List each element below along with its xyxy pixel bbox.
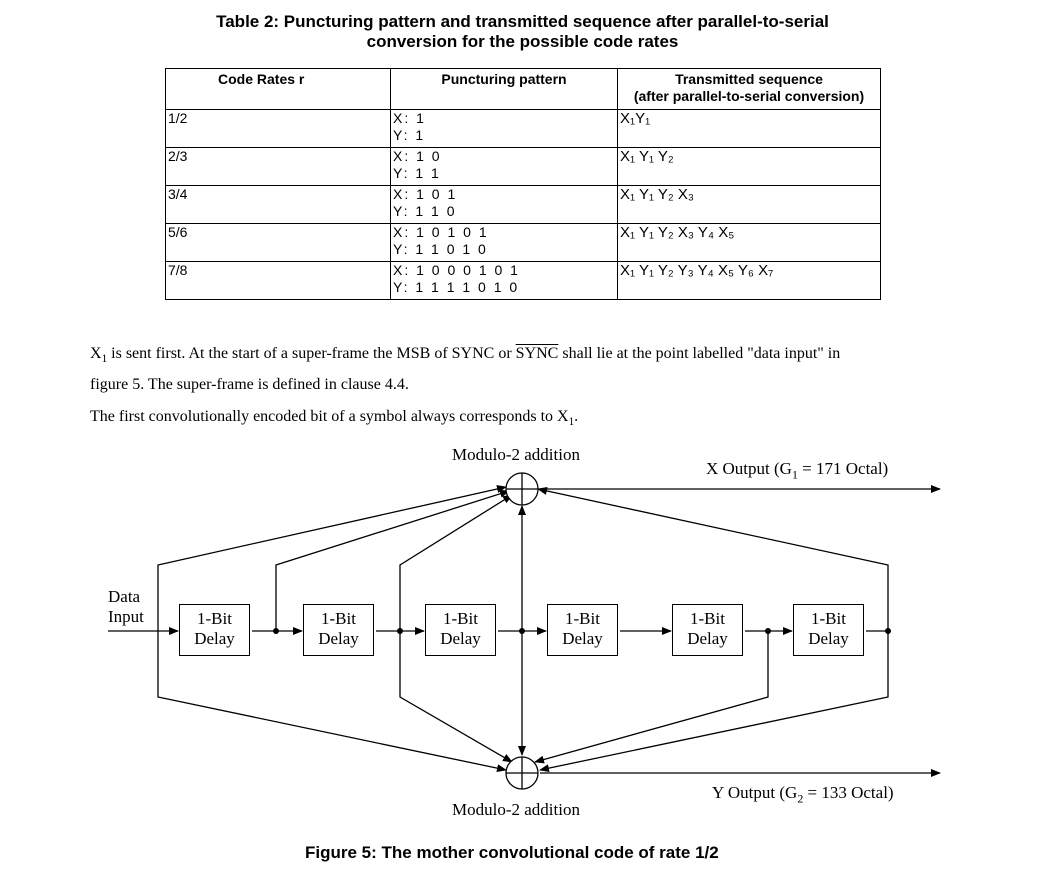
puncturing-table: Code Rates r Puncturing pattern Transmit…	[165, 68, 881, 300]
sequence-cell: X₁ Y₁ Y₂ Y₃ Y₄ X₅ Y₆ X₇	[617, 261, 881, 300]
data-input-line1: Data	[108, 587, 141, 606]
rate-cell: 1/2	[165, 109, 391, 148]
para2-text: The first convolutionally encoded bit of…	[90, 408, 569, 425]
rate-cell: 2/3	[165, 147, 391, 186]
pattern-x: X: 1 0	[393, 148, 442, 164]
table-caption-line2: conversion for the possible code rates	[366, 32, 679, 51]
delay-label: 1-Bit	[321, 609, 356, 628]
paragraph-sync: X1 is sent first. At the start of a supe…	[90, 341, 840, 398]
junction-dot	[885, 628, 891, 634]
g2-tap-2	[399, 631, 513, 763]
delay-label: Delay	[562, 629, 603, 648]
y-output-text: Y Output (G	[712, 783, 798, 802]
g1-tap-2	[399, 494, 513, 631]
delay-label: Delay	[440, 629, 481, 648]
sequence-cell: X₁Y₁	[617, 109, 881, 148]
y-output-sub: 2	[797, 791, 804, 806]
delay-label: Delay	[194, 629, 235, 648]
g2-tap-0	[157, 631, 507, 773]
para2-sub: 1	[568, 416, 575, 429]
header-transmitted-line1: Transmitted sequence	[675, 71, 823, 87]
g1-tap-1	[275, 489, 510, 631]
para1-x: X	[90, 345, 102, 362]
junction-dot	[765, 628, 771, 634]
paragraph-first-bit: The first convolutionally encoded bit of…	[90, 404, 578, 435]
y-output-label: Y Output (G2 = 133 Octal)	[712, 783, 894, 806]
mod2-top-label: Modulo-2 addition	[452, 445, 580, 464]
junction-dot	[273, 628, 279, 634]
bottom-adder	[505, 756, 539, 790]
delay-label: Delay	[808, 629, 849, 648]
pattern-y: Y: 1 1 0	[393, 203, 457, 219]
g1-tap-6	[537, 487, 889, 631]
data-input-label: Data Input	[108, 587, 144, 627]
delay-label: 1-Bit	[565, 609, 600, 628]
header-transmitted-sequence: Transmitted sequence (after parallel-to-…	[617, 68, 881, 110]
para1-text: is sent first. At the start of a super-f…	[107, 345, 516, 362]
x-output-label: X Output (G1 = 171 Octal)	[706, 459, 888, 482]
pattern-x: X: 1 0 0 0 1 0 1	[393, 262, 520, 278]
pattern-x: X: 1 0 1	[393, 186, 458, 202]
para1-sub: 1	[101, 353, 108, 366]
delay-label: 1-Bit	[197, 609, 232, 628]
header-code-rates: Code Rates r	[165, 68, 391, 110]
sequence-cell: X₁ Y₁ Y₂ X₃ Y₄ X₅	[617, 223, 881, 262]
junction-dot	[519, 628, 525, 634]
table-header-row: Code Rates r Puncturing pattern Transmit…	[165, 68, 881, 110]
figure-caption: Figure 5: The mother convolutional code …	[305, 843, 719, 862]
delay-label: Delay	[687, 629, 728, 648]
junction-dot	[397, 628, 403, 634]
pattern-x: X: 1 0 1 0 1	[393, 224, 489, 240]
delay-label: Delay	[318, 629, 359, 648]
table-caption-line1: Table 2: Puncturing pattern and transmit…	[216, 12, 829, 31]
y-output-value: = 133 Octal)	[803, 783, 894, 802]
data-input-line2: Input	[108, 607, 144, 626]
delay-label: 1-Bit	[443, 609, 478, 628]
g2-tap-6	[539, 631, 889, 773]
table-caption: Table 2: Puncturing pattern and transmit…	[160, 12, 885, 52]
pattern-x: X: 1	[393, 110, 426, 126]
para1-sync-bar: SYNC	[515, 345, 559, 362]
pattern-y: Y: 1 1 0 1 0	[393, 241, 488, 257]
mod2-bottom-label: Modulo-2 addition	[452, 800, 580, 819]
x-output-text: X Output (G	[706, 459, 792, 478]
para1-text-end: shall lie at the point labelled "data in…	[558, 345, 841, 362]
para2-period: .	[574, 408, 579, 425]
sequence-cell: X₁ Y₁ Y₂	[617, 147, 881, 186]
delay-label: 1-Bit	[811, 609, 846, 628]
paragraph-sync-line2: figure 5. The super-frame is defined in …	[90, 376, 409, 394]
header-transmitted-line2: (after parallel-to-serial conversion)	[633, 88, 865, 104]
x-output-value: = 171 Octal)	[797, 459, 889, 478]
x-output-sub: 1	[791, 467, 798, 482]
delay-label: 1-Bit	[690, 609, 725, 628]
rate-cell: 7/8	[165, 261, 391, 300]
pattern-y: Y: 1 1 1 1 0 1 0	[393, 279, 520, 295]
g2-tap-5	[534, 631, 769, 764]
paragraph-sync-line1: X1 is sent first. At the start of a supe…	[90, 341, 840, 372]
pattern-y: Y: 1	[393, 127, 426, 143]
top-adder	[505, 472, 539, 506]
pattern-y: Y: 1 1	[393, 165, 441, 181]
g1-tap-0	[157, 485, 507, 631]
